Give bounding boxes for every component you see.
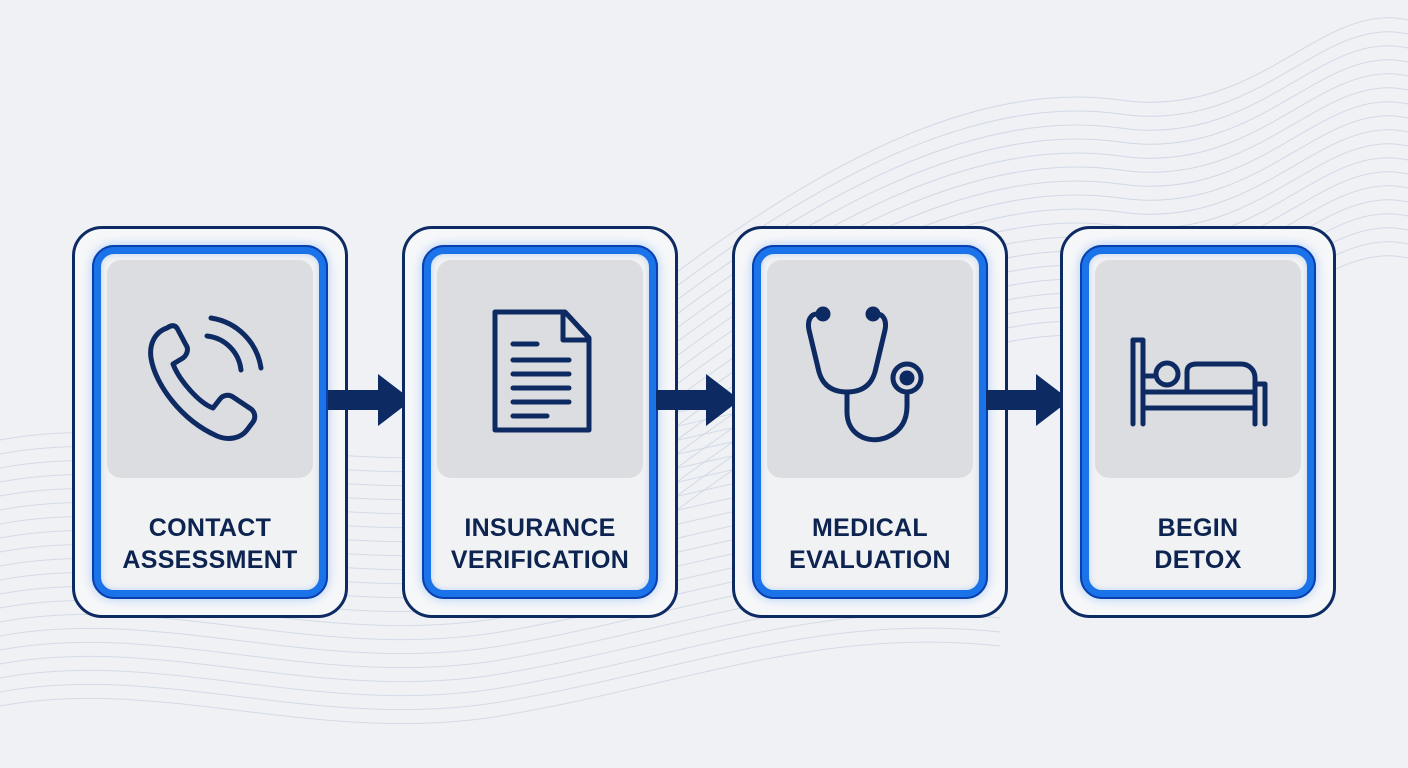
step-label: CONTACT ASSESSMENT <box>101 512 319 576</box>
step-label-line1: CONTACT <box>148 514 272 542</box>
step-frame: INSURANCE VERIFICATION <box>422 245 658 599</box>
icon-panel <box>1095 260 1301 478</box>
arrow-connector-3 <box>986 374 1070 426</box>
background-wave-line <box>0 627 1001 711</box>
step-frame: BEGIN DETOX <box>1080 245 1316 599</box>
step-insurance-verification: INSURANCE VERIFICATION <box>402 226 678 618</box>
background-wave-line <box>639 45 1408 329</box>
background-wave-line <box>0 613 1001 697</box>
step-label: MEDICAL EVALUATION <box>761 512 979 576</box>
icon-panel <box>107 260 313 478</box>
background-wave-line <box>639 17 1408 301</box>
step-label-line2: EVALUATION <box>789 546 951 574</box>
step-frame: CONTACT ASSESSMENT <box>92 245 328 599</box>
step-contact-assessment: CONTACT ASSESSMENT <box>72 226 348 618</box>
arrow-connector-1 <box>328 374 412 426</box>
step-label-line1: BEGIN <box>1157 514 1239 542</box>
document-icon <box>492 309 592 433</box>
background-wave-line <box>0 641 1001 725</box>
icon-panel <box>437 260 643 478</box>
background-wave-line <box>639 31 1408 315</box>
step-label-line1: MEDICAL <box>812 514 928 542</box>
step-label-line2: ASSESSMENT <box>122 546 298 574</box>
stethoscope-icon <box>806 306 924 443</box>
arrow-connector-2 <box>656 374 740 426</box>
step-label-line1: INSURANCE <box>464 514 616 542</box>
step-frame: MEDICAL EVALUATION <box>752 245 988 599</box>
step-medical-evaluation: MEDICAL EVALUATION <box>732 226 1008 618</box>
bed-icon <box>1130 337 1268 427</box>
phone-icon <box>148 315 264 441</box>
step-label: BEGIN DETOX <box>1089 512 1307 576</box>
icon-panel <box>767 260 973 478</box>
step-label-line2: VERIFICATION <box>450 546 630 574</box>
step-label-line2: DETOX <box>1154 546 1242 574</box>
step-begin-detox: BEGIN DETOX <box>1060 226 1336 618</box>
step-label: INSURANCE VERIFICATION <box>431 512 649 576</box>
